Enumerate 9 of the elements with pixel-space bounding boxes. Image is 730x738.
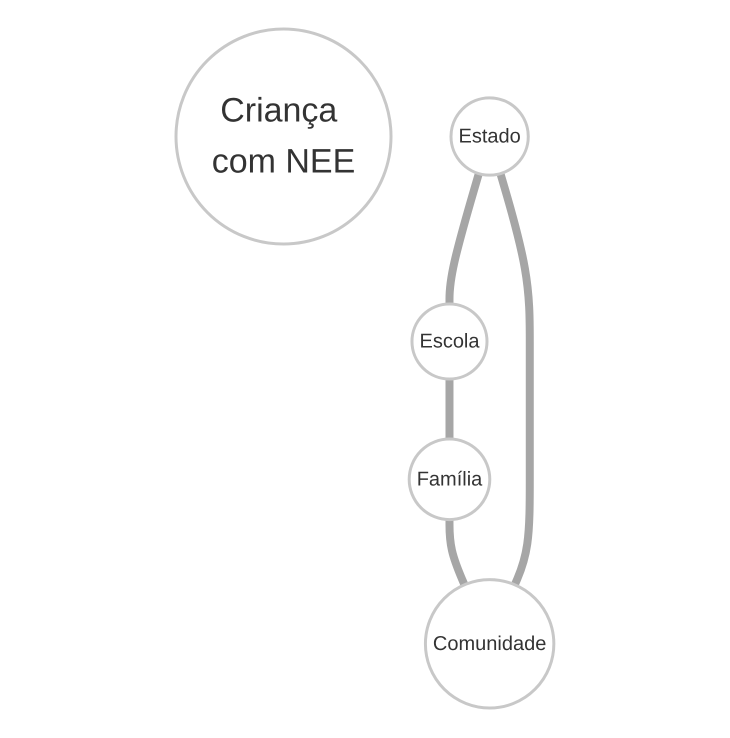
connector	[446, 172, 483, 304]
connector	[446, 520, 468, 587]
node-circle: Estado	[450, 96, 530, 178]
connector	[496, 172, 534, 587]
node-circle: Criança com NEE	[174, 28, 393, 246]
node-circle: Comunidade	[424, 578, 556, 710]
node-circle: Escola	[410, 302, 489, 382]
connector	[446, 380, 454, 440]
node-circle: Família	[408, 438, 492, 522]
